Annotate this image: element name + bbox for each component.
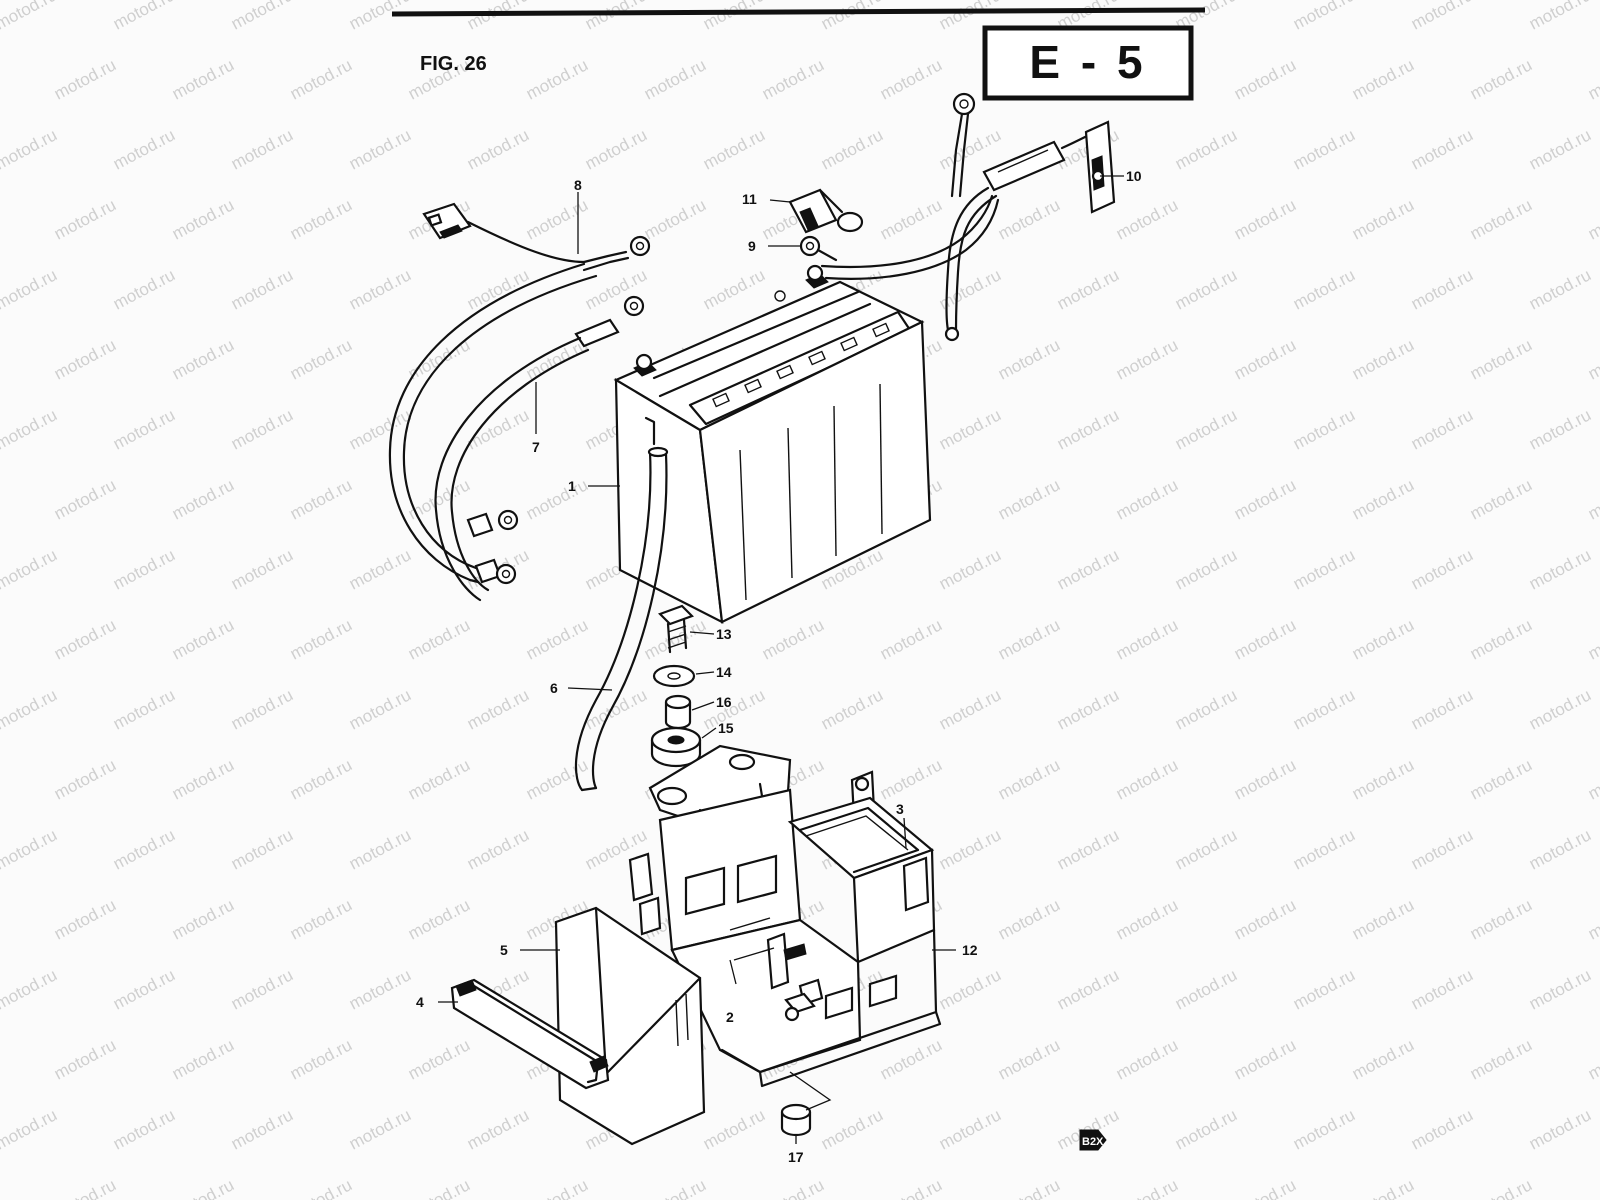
battery-band — [450, 978, 610, 1090]
fuse-holder-lead — [820, 92, 1116, 342]
cushion-15 — [650, 726, 702, 768]
collar-16 — [664, 694, 692, 730]
callout-6: 6 — [550, 680, 558, 696]
breather-hose — [574, 446, 669, 792]
section-label: E - 5 — [1029, 36, 1146, 88]
callout-8: 8 — [574, 177, 582, 193]
cushion-2 — [784, 992, 816, 1022]
svg-text:B2X: B2X — [1082, 1136, 1104, 1148]
callout-12: 12 — [962, 942, 978, 958]
leader-lines — [438, 175, 1124, 1144]
callout-14: 14 — [716, 664, 732, 680]
terminal-eyelet-9 — [799, 235, 838, 262]
washer-14 — [652, 664, 696, 688]
callout-labels: 1 2 3 4 5 6 7 8 9 10 11 12 13 14 15 16 1… — [416, 168, 1142, 1165]
section-box: E - 5 — [982, 25, 1194, 101]
callout-4: 4 — [416, 994, 424, 1010]
top-rule — [391, 7, 1206, 17]
callout-2: 2 — [726, 1009, 734, 1025]
callout-10: 10 — [1126, 168, 1142, 184]
lead-wire-8 — [388, 202, 651, 585]
callout-17: 17 — [788, 1149, 804, 1165]
battery-holder — [628, 744, 942, 1088]
callout-9: 9 — [748, 238, 756, 254]
lead-wire-7 — [434, 295, 645, 602]
callout-7: 7 — [532, 439, 540, 455]
damper-17 — [780, 1071, 832, 1137]
callout-3: 3 — [896, 801, 904, 817]
bolt-13 — [658, 604, 694, 654]
callout-15: 15 — [718, 720, 734, 736]
corner-mark: B2X — [1079, 1129, 1107, 1151]
callout-1: 1 — [568, 478, 576, 494]
callout-5: 5 — [500, 942, 508, 958]
figure-title: FIG. 26 — [420, 53, 487, 75]
callout-13: 13 — [716, 626, 732, 642]
callout-11: 11 — [742, 191, 757, 207]
callout-16: 16 — [716, 694, 732, 710]
battery — [613, 264, 932, 624]
terminal-cover-11 — [788, 188, 864, 234]
